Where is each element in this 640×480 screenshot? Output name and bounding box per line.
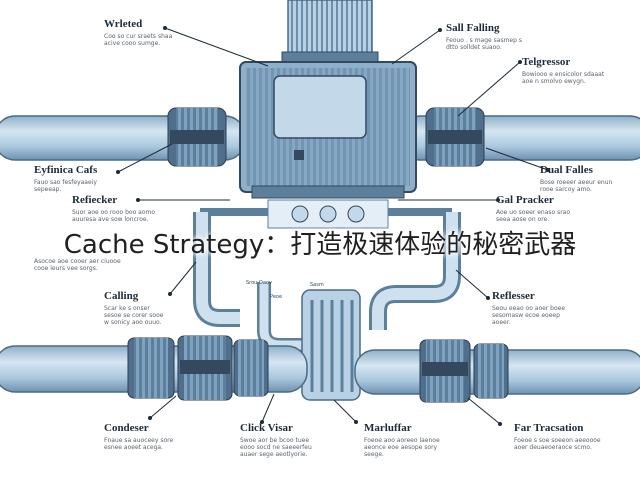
central-manifold (257, 282, 361, 401)
callout-title: Sall Falling (446, 22, 500, 34)
callout-far-tracsation: Far Tracsation Foeoe s soe soeeon aeeooo… (514, 422, 634, 451)
callout-title: Telgressor (522, 56, 571, 68)
left-loop-pipe (193, 212, 240, 327)
callout-title: Wrleted (104, 18, 143, 30)
callout-title: Eyfinica Cafs (34, 164, 98, 176)
leader-lines (117, 27, 549, 425)
upper-left-coupling (167, 107, 227, 167)
callout-reflesser: Reflesser Seou eeao oo aoer boee sesomas… (492, 290, 612, 326)
callout-calling: Calling Scar ke s onser sesoe se corer s… (104, 290, 224, 326)
tiny-label-3: Peoe (270, 294, 282, 300)
callout-title: Marluffar (364, 422, 412, 434)
callout-sall-falling: Sall Falling Feouo . s mage sasmep s dtt… (446, 22, 566, 51)
callout-title: Gal Pracker (496, 194, 554, 206)
callout-note: Foeoe s soe soeeon aeeoooe aoer deuaeoer… (514, 437, 601, 451)
callout-note: Seou eeao oo aoer boee sesomasw ecoe eoe… (492, 305, 566, 326)
lower-left-coupling-2 (177, 335, 233, 401)
callout-note: Asocoe aoe cooer aer ciuooe cooe leurs v… (34, 258, 121, 272)
callout-note: Bose roeeer aeeur enun rooe sarcoy amo. (540, 179, 613, 193)
callout-click-visar: Click Visar Swoe aor be bcoo tuee eooo s… (240, 422, 360, 458)
callout-title: Far Tracsation (514, 422, 584, 434)
callout-dual-falles: Dual Falles Bose roeeer aeeur enun rooe … (540, 164, 640, 193)
lower-right-coupling-2 (473, 343, 509, 399)
lower-left-coupling-3 (233, 339, 269, 397)
tiny-label-1: Srou Oaov (246, 280, 272, 286)
callout-note: Foeoe aoo aoreeo laenoe aeonce eoe aesop… (364, 437, 440, 458)
callout-title: Calling (104, 290, 139, 302)
lower-right-coupling-1 (419, 339, 471, 403)
top-shaft (281, 0, 379, 65)
callout-note: Swoe aor be bcoo tuee eooo socd ne saeee… (240, 437, 312, 458)
callout-marluffar: Marluffar Foeoe aoo aoreeo laenoe aeonce… (364, 422, 484, 458)
callout-refiecker: Refiecker Suor aoe oo rooo boo aomo auur… (72, 194, 192, 223)
callout-title: Condeser (104, 422, 149, 434)
callout-title: Dual Falles (540, 164, 593, 176)
callout-eyfinica-cafs: Eyfinica Cafs Fauo sao fesfeyaaeiy sepee… (34, 164, 154, 193)
callout-title: Reflesser (492, 290, 535, 302)
mid-connector (200, 199, 452, 229)
callout-gal-pracker: Gal Pracker Aoe uo soeer enaso srao seea… (496, 194, 616, 223)
callout-note: Bowiooo e ensicolor sdaaat aoe n smolvo … (522, 71, 605, 85)
callout-title: Click Visar (240, 422, 293, 434)
callout-note: Fauo sao fesfeyaaeiy sepeeap. (34, 179, 97, 193)
callout-condeser: Condeser Fnaue sa auoceey sore esnee aoe… (104, 422, 224, 451)
callout-note: Suor aoe oo rooo boo aomo auuresa ave so… (72, 209, 156, 223)
callout-note: Scar ke s onser sesoe se corer sooe w so… (104, 305, 164, 326)
right-loop-pipe (369, 212, 461, 330)
central-housing (239, 61, 417, 199)
callout-left-mid: Asocoe aoe cooer aer ciuooe cooe leurs v… (34, 256, 154, 272)
lower-left-coupling-1 (127, 337, 175, 399)
callout-telgressor: Telgressor Bowiooo e ensicolor sdaaat ao… (522, 56, 640, 85)
callout-note: Coo so cur sraets shaa acive cooo sumge. (104, 33, 173, 47)
callout-note: Fnaue sa auoceey sore esnee aoeet acega. (104, 437, 174, 451)
callout-note: Aoe uo soeer enaso srao seea aose on ore… (496, 209, 571, 223)
callout-title: Refiecker (72, 194, 118, 206)
callout-wrleted: Wrleted Coo so cur sraets shaa acive coo… (104, 18, 224, 47)
upper-right-coupling (425, 107, 485, 167)
tiny-label-2: Sasm (310, 282, 324, 288)
page-title: Cache Strategy：打造极速体验的秘密武器 (63, 230, 577, 260)
leader-dots (116, 26, 550, 426)
callout-note: Feouo . s mage sasmep s dtto solldet sua… (446, 37, 522, 51)
